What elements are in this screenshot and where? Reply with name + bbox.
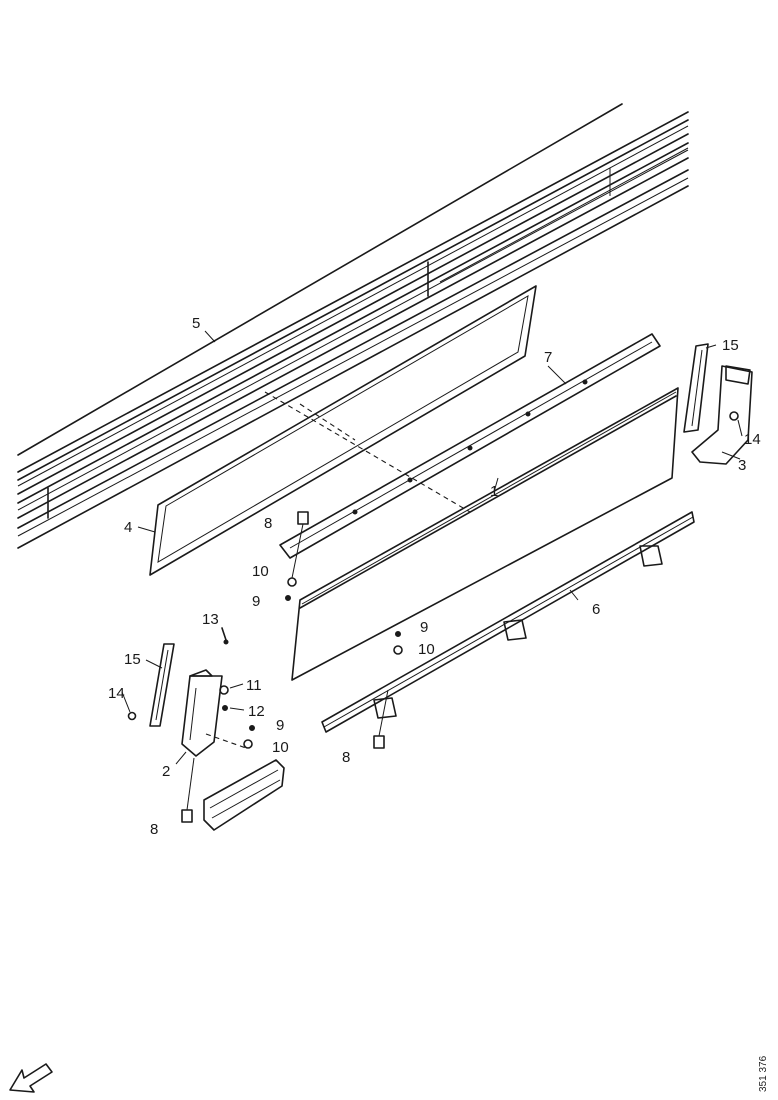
part-15-right-trim-strip [683, 343, 709, 433]
callout-4: 4 [124, 519, 132, 536]
callout-5: 5 [192, 315, 200, 332]
part-4-window-glass [149, 285, 537, 576]
callout-2: 2 [162, 763, 170, 780]
callout-14-left: 14 [108, 685, 125, 702]
part-7-channel-strip [279, 333, 661, 559]
callout-10-middle: 10 [418, 641, 435, 658]
callout-13: 13 [202, 611, 219, 628]
reference-code: 351 376 [758, 1055, 769, 1092]
callout-7: 7 [544, 349, 552, 366]
callout-15-right: 15 [722, 337, 739, 354]
fastener-axis-lines [186, 523, 389, 811]
part-6-support-rail [321, 511, 695, 733]
callout-9-lower: 9 [276, 717, 284, 734]
small-hardware-left [219, 627, 229, 711]
callout-12: 12 [248, 703, 265, 720]
callout-10-upper: 10 [252, 563, 269, 580]
part-lower-sill-trim [203, 759, 285, 831]
callout-8-upper: 8 [264, 515, 272, 532]
callout-15-left: 15 [124, 651, 141, 668]
part-2-left-bracket [181, 669, 223, 757]
assembly-axis-lines [264, 391, 471, 513]
callout-8-lower: 8 [150, 821, 158, 838]
arrow-down-left-icon [9, 1063, 53, 1093]
callout-14-right: 14 [744, 431, 761, 448]
part-3-corner-bracket [691, 365, 753, 465]
callout-10-lower: 10 [272, 739, 289, 756]
callout-11: 11 [246, 677, 262, 694]
part-1-side-panel [291, 387, 679, 681]
part-14-left-fastener [127, 711, 137, 721]
callout-9-upper: 9 [252, 593, 260, 610]
part-5-roof-rail [17, 103, 689, 549]
nuts-and-washers [205, 577, 403, 749]
part-14-right-fastener [729, 411, 739, 421]
leader-lines [121, 330, 743, 765]
callout-1: 1 [490, 483, 498, 500]
callout-6: 6 [592, 601, 600, 618]
callout-3: 3 [738, 457, 746, 474]
callout-9-middle: 9 [420, 619, 428, 636]
callout-8-middle: 8 [342, 749, 350, 766]
part-15-left-trim-strip [149, 643, 175, 727]
callout-labels: 1 2 3 4 5 6 7 8 8 8 9 9 9 10 10 10 11 12… [108, 315, 761, 838]
